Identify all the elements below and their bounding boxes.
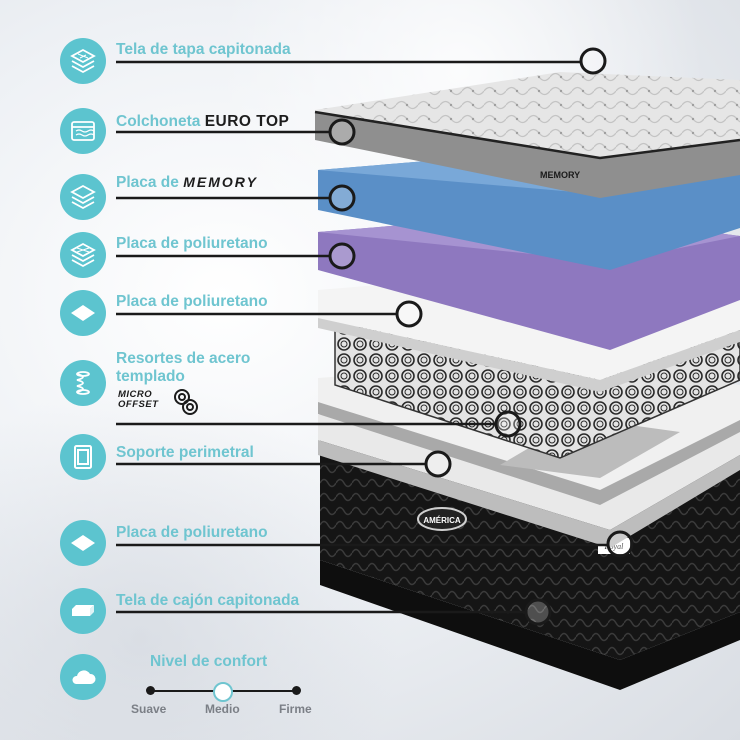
foam-sheet-icon	[60, 520, 106, 566]
cover-memory-text: MEMORY	[540, 170, 580, 180]
marker-4	[328, 242, 356, 270]
marker-5	[395, 300, 423, 328]
euro-top-pad-icon	[60, 108, 106, 154]
euro-top-cover: MEMORY	[314, 72, 740, 198]
micro-offset-line2: OFFSET	[118, 399, 159, 410]
layer-label-3: Placa de MEMORY	[116, 173, 258, 192]
micro-offset-logo: MICRO OFFSET	[118, 390, 158, 410]
leader-lines	[116, 60, 608, 614]
layer-label-2-text: Colchoneta	[116, 113, 205, 130]
comfort-stop-firm	[292, 686, 301, 695]
marker-6	[494, 410, 522, 438]
comfort-level-medium: Medio	[205, 702, 240, 716]
base-tag-text: Royal	[604, 542, 624, 551]
perimeter-support-icon	[60, 434, 106, 480]
memory-foam-layers-icon	[60, 174, 106, 220]
memory-brand: MEMORY	[183, 174, 258, 190]
marker-1	[579, 47, 607, 75]
callout-markers	[328, 47, 634, 626]
foam-sheet-icon	[60, 290, 106, 336]
comfort-level-soft: Suave	[131, 702, 167, 716]
layer-label-8: Placa de poliuretano	[116, 524, 268, 541]
base-brand-text: AMÉRICA	[423, 516, 461, 525]
marker-8	[606, 530, 634, 558]
layer-label-4: Placa de poliuretano	[116, 235, 268, 252]
micro-offset-coil-icon	[174, 389, 198, 415]
spring-icon	[60, 360, 106, 406]
layer-label-9: Tela de cajón capitonada	[116, 592, 300, 609]
comfort-slider-thumb	[213, 682, 233, 702]
marker-2	[328, 118, 356, 146]
marker-9	[524, 598, 552, 626]
cloud-icon	[60, 654, 106, 700]
layer-label-6-line1: Resortes de acero	[116, 350, 251, 367]
foam-layers-icon	[60, 232, 106, 278]
comfort-stop-soft	[146, 686, 155, 695]
brand-badge	[417, 507, 467, 531]
comfort-title: Nivel de confort	[150, 653, 268, 670]
layer-label-3-text: Placa de	[116, 174, 184, 191]
layer-label-1: Tela de tapa capitonada	[116, 41, 291, 58]
layer-label-7: Soporte perimetral	[116, 444, 254, 461]
comfort-level-firm: Firme	[279, 702, 312, 716]
marker-3	[328, 184, 356, 212]
layer-label-5: Placa de poliuretano	[116, 293, 268, 310]
micro-offset-line1: MICRO	[118, 389, 153, 400]
euro-top-brand: EURO TOP	[204, 113, 290, 130]
box-base-icon	[60, 588, 106, 634]
layer-label-6-line2: templado	[116, 368, 185, 385]
marker-7	[424, 450, 452, 478]
layer-label-2: Colchoneta EURO TOP	[116, 113, 289, 131]
quilted-fabric-layers-icon	[60, 38, 106, 84]
layer-label-6: Resortes de acero templado	[116, 350, 250, 386]
